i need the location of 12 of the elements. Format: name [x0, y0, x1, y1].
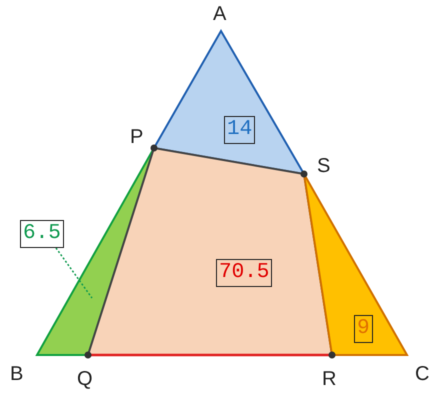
value-label: 6.5	[20, 220, 64, 248]
vertex-label: R	[322, 368, 336, 391]
value-label: 14	[224, 116, 256, 144]
leader-line	[55, 248, 93, 298]
vertex-label: Q	[77, 368, 93, 391]
value-label: 70.5	[216, 259, 272, 287]
vertex-label: C	[415, 363, 430, 386]
vertex-label: S	[317, 155, 330, 178]
vertex-label: P	[130, 126, 144, 149]
value-label: 9	[354, 315, 373, 343]
vertex-label: B	[10, 363, 24, 386]
vertex-label: A	[213, 3, 226, 26]
